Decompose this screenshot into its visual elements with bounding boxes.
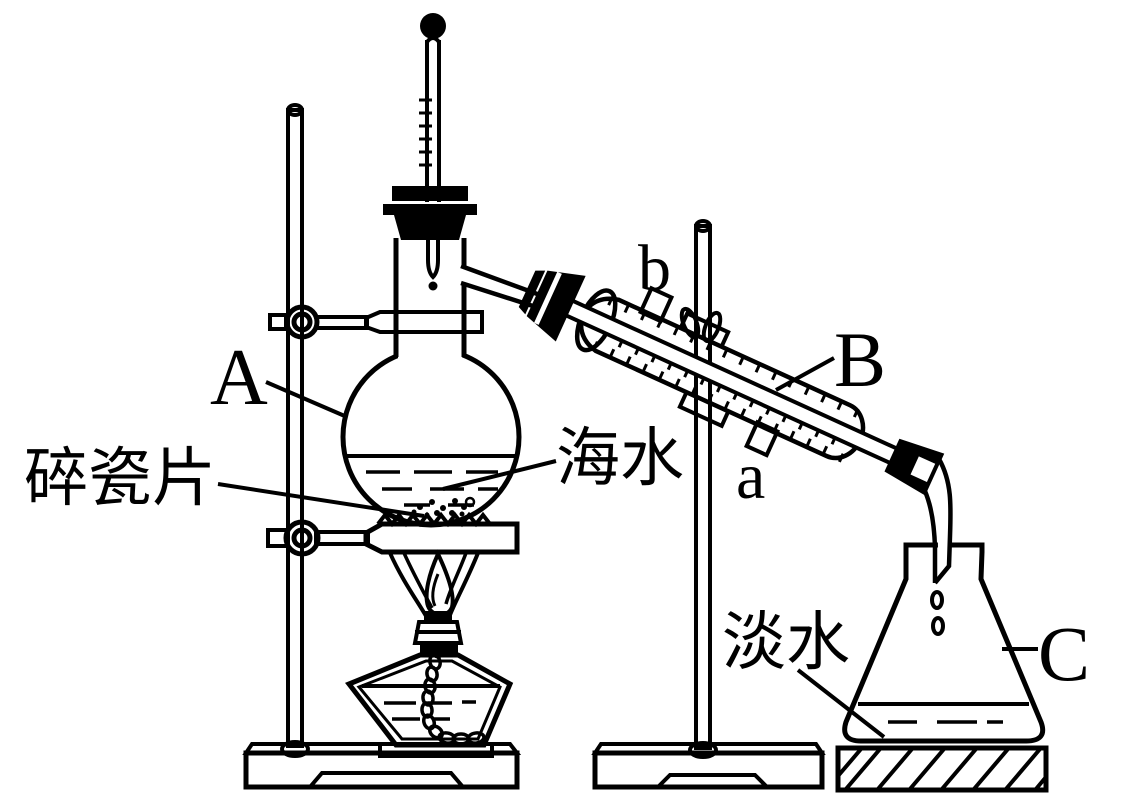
condenser-inner-tube — [565, 300, 917, 472]
leader-lines — [217, 356, 1038, 739]
label-condenser-b: B — [834, 316, 886, 403]
leader-freshwater — [796, 668, 886, 739]
label-port-a: a — [736, 440, 765, 513]
side-arm — [461, 265, 540, 309]
boiling-chips — [411, 496, 476, 518]
condenser-jacket — [578, 296, 866, 461]
erlenmeyer-flask — [842, 542, 1046, 744]
condenser-adapter — [884, 438, 945, 496]
label-flask-a: A — [210, 334, 268, 422]
leader-condenser-b — [775, 356, 835, 392]
leader-seawater — [442, 459, 557, 491]
lamp-wick — [420, 641, 486, 746]
water-drops — [930, 590, 945, 636]
leader-boiling-chips — [217, 482, 425, 518]
thermometer — [419, 13, 446, 204]
flask-neck-clamp — [268, 304, 484, 340]
iron-stand-left — [242, 103, 522, 790]
flame — [388, 549, 480, 617]
condenser-clamp-wing-nuts — [679, 306, 723, 344]
rubber-stopper — [383, 186, 477, 240]
round-bottom-flask — [340, 346, 522, 528]
label-boiling-chips: 碎瓷片 — [24, 443, 216, 514]
wire-gauze — [363, 521, 520, 555]
iron-stand-right — [591, 219, 826, 790]
thermometer-bulb — [426, 240, 440, 291]
label-port-b: b — [638, 232, 671, 305]
thermometer-top — [420, 13, 446, 39]
water-inlet-port — [743, 419, 781, 458]
label-flask-c: C — [1038, 610, 1090, 697]
iron-ring-clamp — [266, 496, 520, 557]
label-freshwater: 淡水 — [722, 607, 850, 678]
gauze-mesh — [376, 511, 492, 528]
leader-flask-a — [265, 380, 348, 419]
condenser-clamp-lower-jaw — [677, 389, 732, 429]
alcohol-lamp — [345, 549, 514, 758]
condenser-stopper — [518, 270, 586, 342]
label-seawater: 海水 — [556, 423, 684, 494]
water-outlet-port — [638, 285, 675, 324]
flask-neck — [393, 238, 541, 362]
collection-block — [835, 745, 1049, 793]
thermometer-scale — [419, 98, 432, 167]
